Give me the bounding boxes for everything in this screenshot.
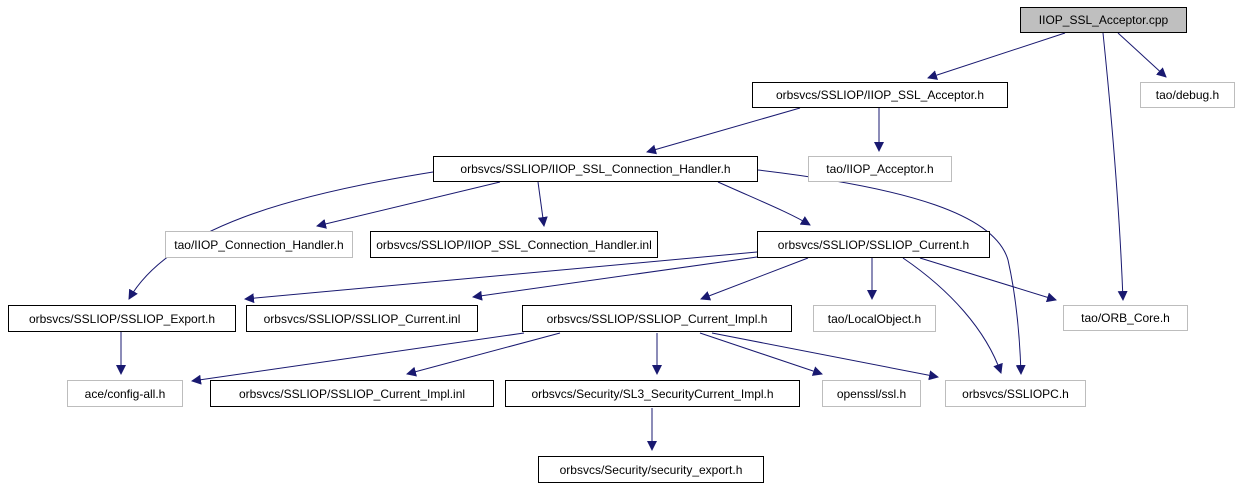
node-iiop-ssl-acceptor-cpp: IIOP_SSL_Acceptor.cpp [1020,7,1187,33]
edge-iiop-ssl-connection-handler-h-to-tao-iiop-connection-handler-h [316,181,501,229]
edge-iiop-ssl-acceptor-h-to-iiop-ssl-connection-handler-h [646,107,801,155]
node-iiop-ssl-acceptor-h[interactable]: orbsvcs/SSLIOP/IIOP_SSL_Acceptor.h [752,82,1008,108]
edge-ssliop-current-h-to-ssliopc-h [902,257,1003,374]
node-tao-orb-core-h: tao/ORB_Core.h [1063,305,1188,331]
edge-ssliop-current-h-to-tao-orb-core-h [919,257,1057,303]
node-tao-iiop-connection-handler-h: tao/IIOP_Connection_Handler.h [165,231,353,258]
node-iiop-ssl-connection-handler-h[interactable]: orbsvcs/SSLIOP/IIOP_SSL_Connection_Handl… [433,156,758,182]
edge-ssliop-current-impl-h-to-ssliopc-h [711,332,939,381]
edge-iiop-ssl-connection-handler-h-to-ssliop-current-h [717,181,811,226]
edge-ssliop-current-impl-h-to-ssliop-current-impl-inl [406,332,561,377]
edge-iiop-ssl-connection-handler-h-to-iiop-ssl-connection-handler-inl [537,181,548,227]
edge-iiop-ssl-connection-handler-h-to-ssliop-export-h [128,171,434,300]
node-ssliop-current-inl[interactable]: orbsvcs/SSLIOP/SSLIOP_Current.inl [246,305,478,332]
edge-ssliop-current-h-to-ssliop-export-h [244,251,758,304]
node-tao-localobject-h: tao/LocalObject.h [813,305,936,332]
node-ssliop-export-h[interactable]: orbsvcs/SSLIOP/SSLIOP_Export.h [8,305,236,332]
node-security-export-h[interactable]: orbsvcs/Security/security_export.h [538,456,764,483]
node-ssliop-current-impl-inl[interactable]: orbsvcs/SSLIOP/SSLIOP_Current_Impl.inl [210,380,494,407]
edge-root-to-tao-orb-core-h [1102,32,1128,301]
edge-ssliop-current-h-to-ssliop-current-impl-h [700,257,809,301]
node-openssl-ssl-h: openssl/ssl.h [822,380,921,407]
edge-iiop-ssl-connection-handler-h-to-ssliopc-h [757,169,1026,375]
node-tao-iiop-acceptor-h: tao/IIOP_Acceptor.h [808,156,952,182]
node-ssliop-current-h[interactable]: orbsvcs/SSLIOP/SSLIOP_Current.h [757,231,990,258]
node-iiop-ssl-connection-handler-inl[interactable]: orbsvcs/SSLIOP/IIOP_SSL_Connection_Handl… [370,231,658,258]
edge-ssliop-current-impl-h-to-openssl-ssl-h [699,332,823,376]
node-ssliopc-h: orbsvcs/SSLIOPC.h [945,380,1086,407]
edge-root-to-tao-debug-h [1117,32,1167,78]
edge-root-to-iiop-ssl-acceptor-h [927,32,1066,80]
node-sl3-securitycurrent-impl-h[interactable]: orbsvcs/Security/SL3_SecurityCurrent_Imp… [505,380,800,407]
node-ssliop-current-impl-h[interactable]: orbsvcs/SSLIOP/SSLIOP_Current_Impl.h [522,305,792,332]
edge-ssliop-current-h-to-ssliop-current-inl [472,256,758,301]
node-ace-config-all-h: ace/config-all.h [67,380,183,407]
node-tao-debug-h: tao/debug.h [1140,82,1235,108]
edge-ssliop-current-impl-h-to-ace-config-all-h [191,332,525,385]
